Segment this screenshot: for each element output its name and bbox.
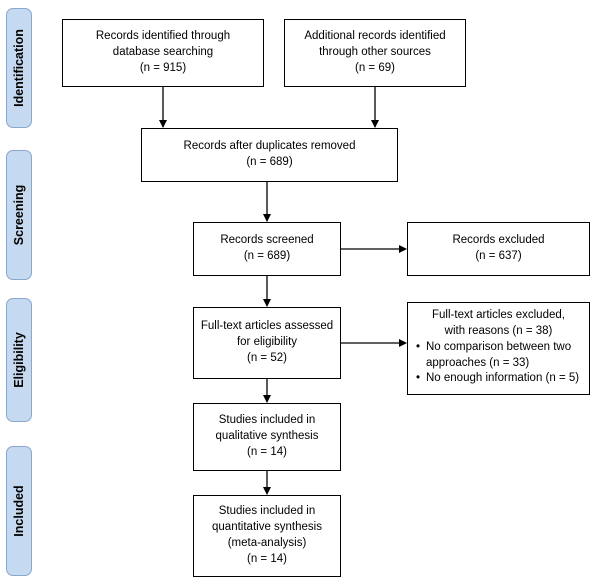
excluded-count: (n = 637) bbox=[475, 250, 522, 262]
quantitative-line-3: (meta-analysis) bbox=[227, 537, 307, 549]
bullet-marker: • bbox=[416, 340, 421, 353]
records-database-line-1: Records identified through bbox=[95, 30, 231, 43]
fulltext-assessed-count: (n = 52) bbox=[247, 351, 287, 364]
records-other-count: (n = 69) bbox=[355, 61, 395, 74]
qualitative-count: (n = 14) bbox=[247, 445, 287, 458]
phase-eligibility-label: Eligibility bbox=[12, 332, 26, 388]
records-database-count: (n = 915) bbox=[139, 61, 187, 74]
screened-line-1: Records screened bbox=[220, 234, 314, 247]
phase-eligibility: Eligibility bbox=[6, 298, 32, 422]
exclusion-reason-item: • No enough information (n = 5) bbox=[416, 371, 579, 387]
qualitative-line-1: Studies included in bbox=[218, 414, 316, 427]
records-database-box: Records identified through database sear… bbox=[62, 19, 264, 87]
exclusion-reason-text: No comparison between two approaches (n … bbox=[426, 340, 571, 372]
bullet-marker: • bbox=[416, 372, 421, 385]
qualitative-line-2: qualitative synthesis bbox=[215, 430, 319, 443]
excluded-line-1: Records excluded bbox=[452, 234, 545, 247]
qualitative-synthesis-box: Studies included in qualitative synthesi… bbox=[193, 403, 341, 471]
quantitative-line-2: quantitative synthesis bbox=[212, 521, 322, 534]
phase-screening: Screening bbox=[6, 150, 32, 280]
records-after-duplicates-box: Records after duplicates removed (n = 68… bbox=[141, 128, 398, 182]
phase-included-label: Included bbox=[12, 485, 26, 537]
records-other-line-2: through other sources bbox=[319, 46, 431, 59]
fulltext-excluded-header-2: with reasons (n = 38) bbox=[444, 324, 553, 337]
fulltext-assessed-line-2: for eligibility bbox=[236, 336, 298, 349]
exclusion-reason-line-1: No enough information (n = 5) bbox=[426, 372, 580, 385]
records-database-line-2: database searching bbox=[112, 46, 214, 59]
records-screened-box: Records screened (n = 689) bbox=[193, 222, 341, 276]
phase-included: Included bbox=[6, 446, 32, 576]
phase-identification: Identification bbox=[6, 8, 32, 128]
fulltext-assessed-line-1: Full-text articles assessed bbox=[200, 320, 334, 333]
screened-count: (n = 689) bbox=[243, 250, 291, 262]
after-duplicates-line-1: Records after duplicates removed bbox=[183, 140, 356, 153]
records-other-sources-box: Additional records identified through ot… bbox=[284, 19, 466, 87]
phase-screening-label: Screening bbox=[12, 184, 26, 246]
fulltext-assessed-box: Full-text articles assessed for eligibil… bbox=[193, 307, 341, 379]
records-other-line-1: Additional records identified bbox=[304, 30, 446, 43]
exclusion-reason-line-2: approaches (n = 33) bbox=[426, 356, 530, 369]
fulltext-excluded-box: Full-text articles excluded, with reason… bbox=[407, 302, 590, 395]
after-duplicates-count: (n = 689) bbox=[246, 156, 293, 168]
phase-identification-label: Identification bbox=[12, 29, 26, 107]
records-excluded-box: Records excluded (n = 637) bbox=[407, 222, 590, 276]
fulltext-excluded-header-1: Full-text articles excluded, bbox=[432, 309, 565, 321]
exclusion-reason-line-1: No comparison between two bbox=[426, 340, 572, 353]
exclusion-reason-item: • No comparison between two approaches (… bbox=[416, 340, 571, 372]
quantitative-count: (n = 14) bbox=[247, 552, 287, 565]
quantitative-synthesis-box: Studies included in quantitative synthes… bbox=[193, 495, 341, 577]
quantitative-line-1: Studies included in bbox=[218, 505, 316, 518]
